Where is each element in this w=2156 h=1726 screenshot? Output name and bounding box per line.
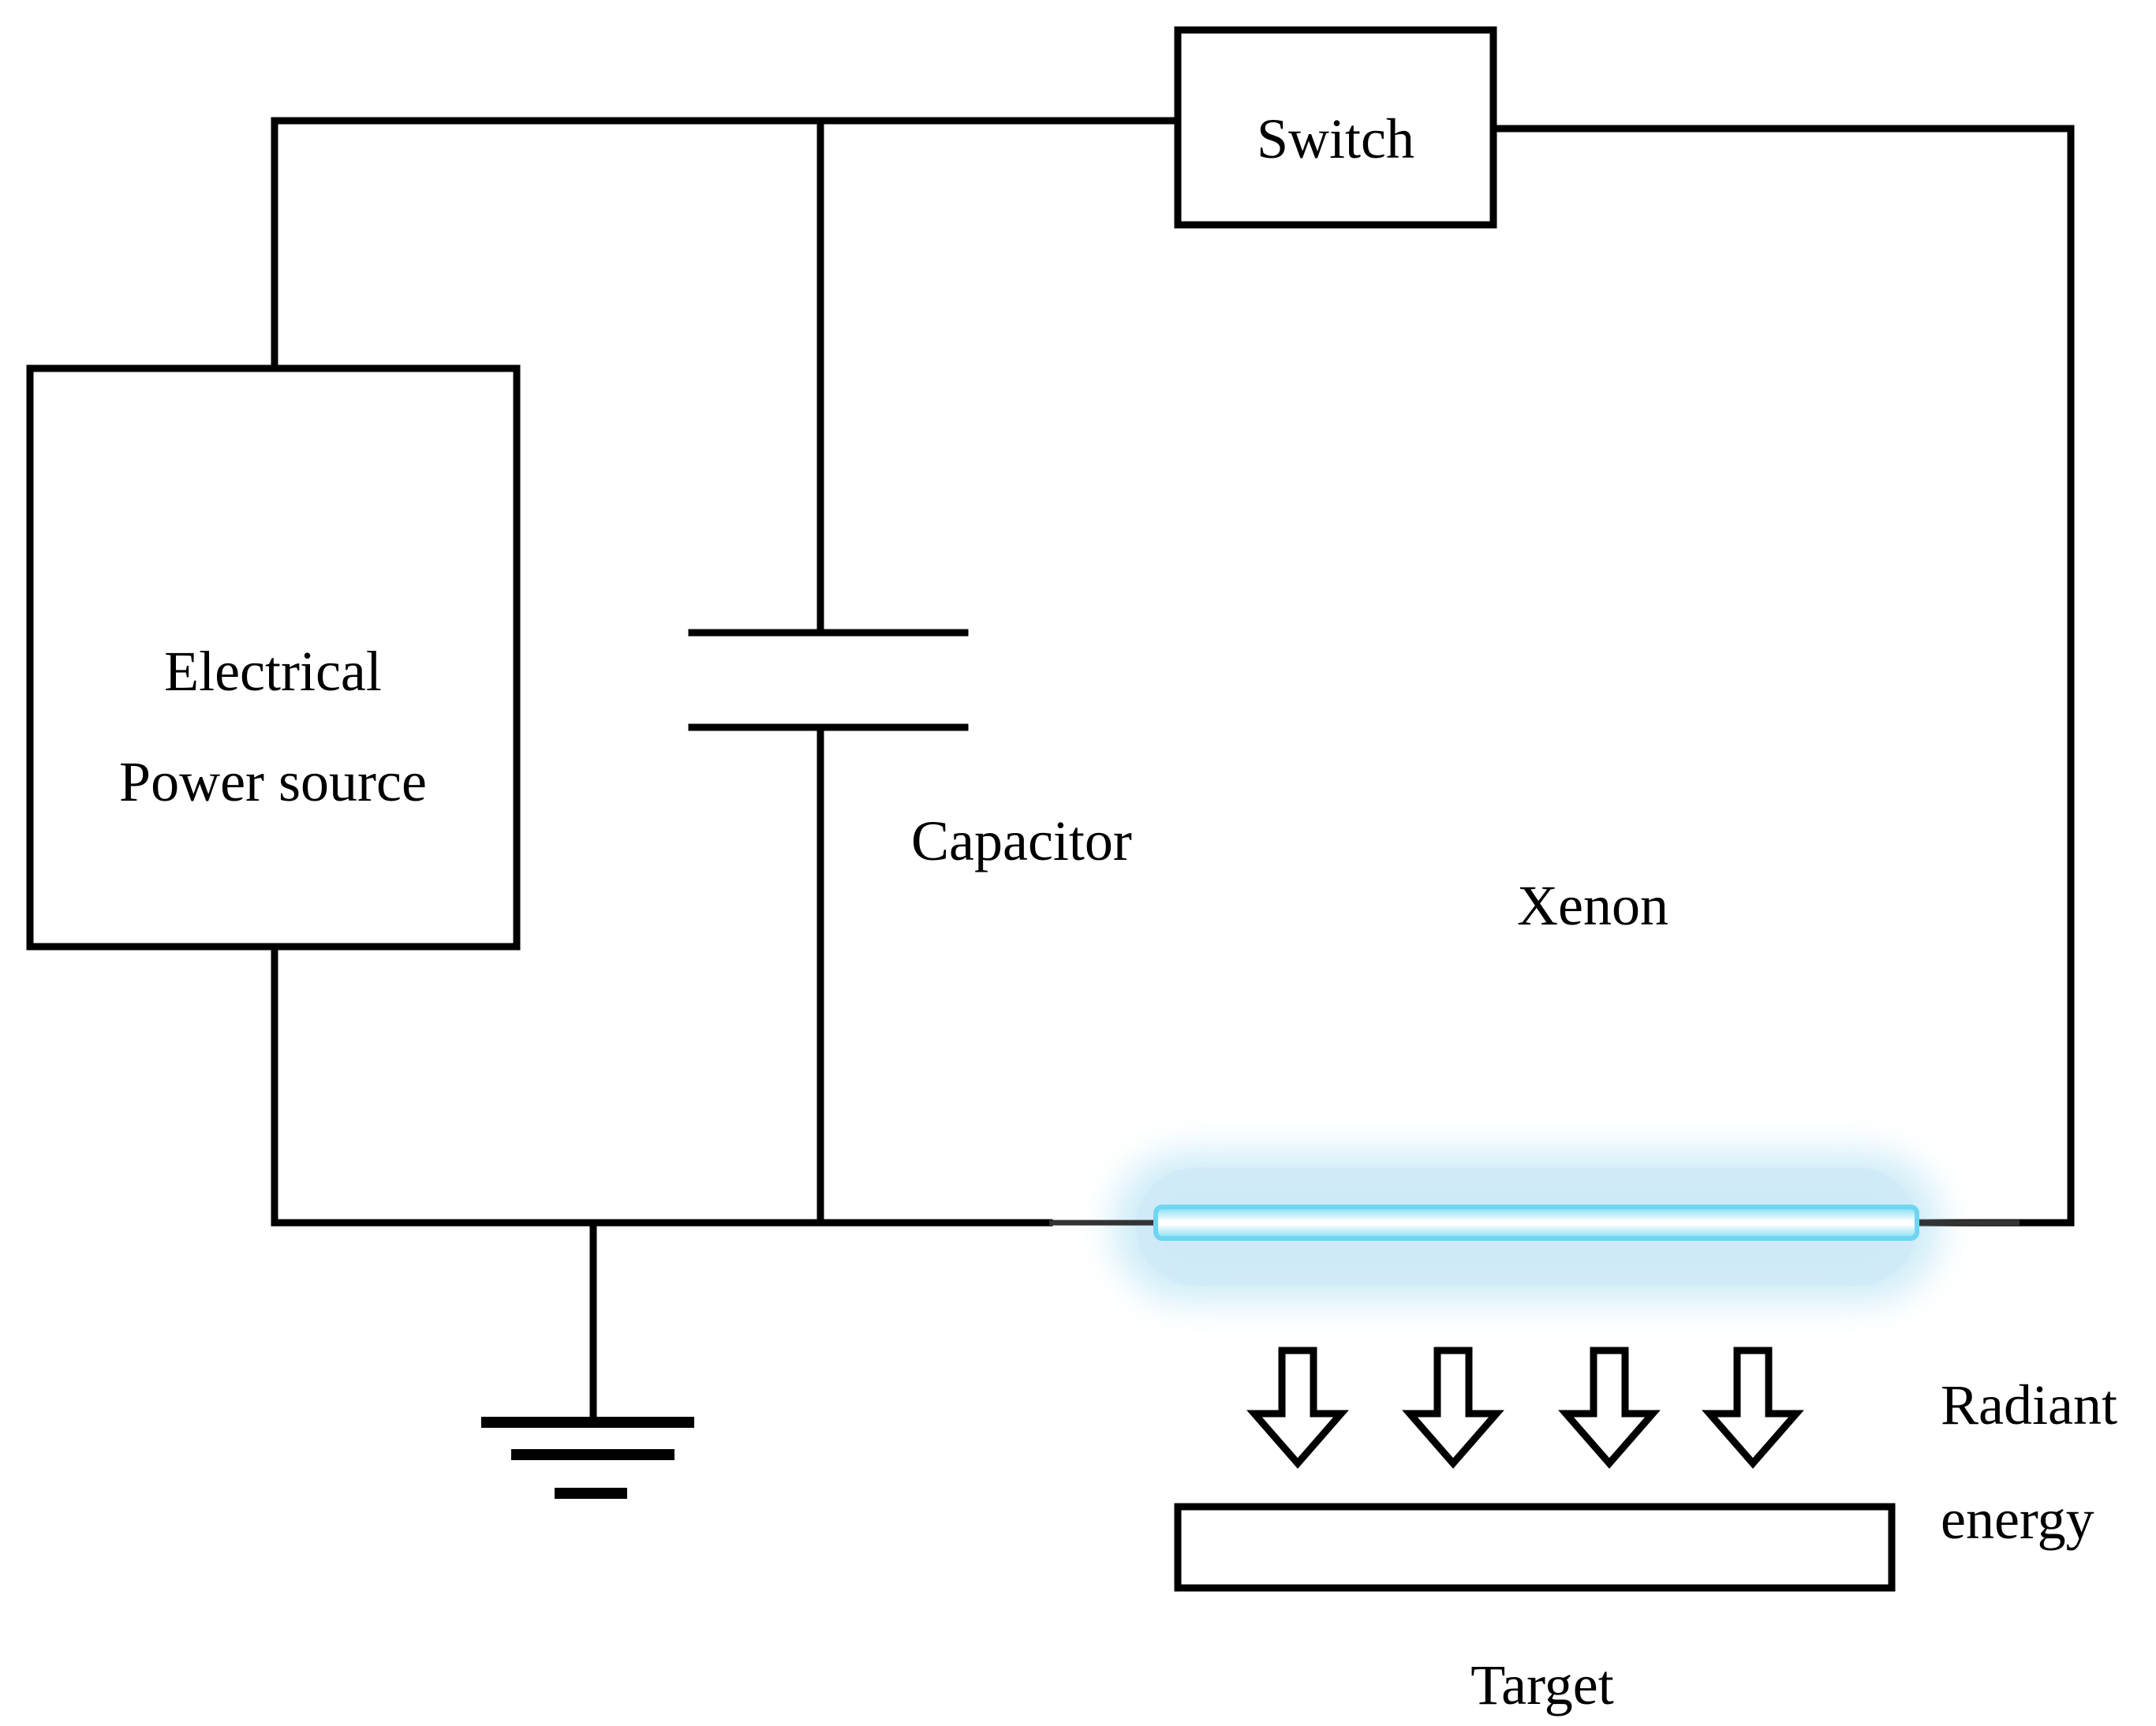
switch-label: Switch bbox=[1257, 107, 1414, 170]
down-arrow-2-icon bbox=[1402, 1347, 1504, 1469]
xenon-lamp bbox=[1049, 1152, 2020, 1302]
xenon-lamp-tube bbox=[1153, 1205, 1919, 1241]
target-label: Target bbox=[1470, 1653, 1614, 1717]
switch-box bbox=[1174, 26, 1497, 229]
down-arrow-4-icon bbox=[1702, 1347, 1804, 1469]
power-source-label-line1: Electrical bbox=[164, 640, 382, 703]
radiant-energy-label-line1: Radiant bbox=[1941, 1373, 2117, 1436]
target-box bbox=[1174, 1503, 1896, 1592]
capacitor-label: Capacitor bbox=[911, 809, 1132, 872]
power-source-box bbox=[26, 364, 521, 951]
power-source-label-line2: Power source bbox=[119, 750, 427, 813]
xenon-label: Xenon bbox=[1517, 874, 1668, 937]
radiant-energy-label-line2: energy bbox=[1941, 1488, 2094, 1551]
down-arrow-3-icon bbox=[1558, 1347, 1661, 1469]
down-arrow-1-icon bbox=[1246, 1347, 1349, 1469]
radiant-energy-arrows bbox=[1246, 1347, 1804, 1469]
